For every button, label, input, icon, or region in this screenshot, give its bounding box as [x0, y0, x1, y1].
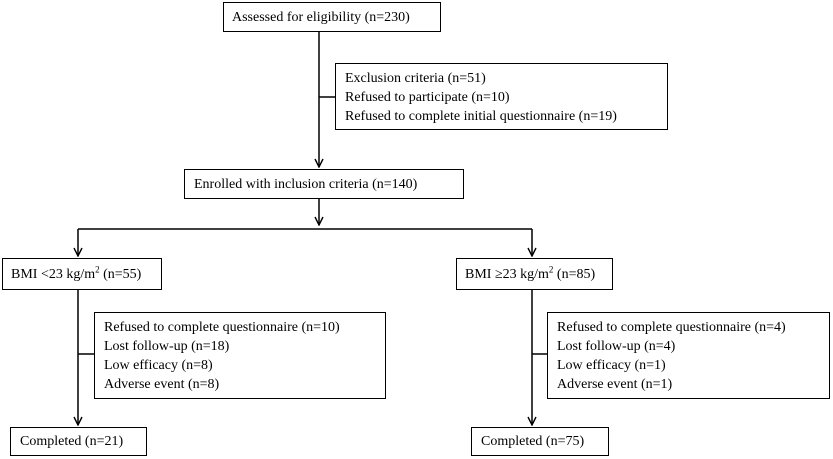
- left-completed-box: Completed (n=21): [10, 427, 147, 456]
- left-dropout-low-efficacy: Low efficacy (n=8): [104, 358, 213, 373]
- left-dropout-lost-follow-up: Lost follow-up (n=18): [104, 339, 230, 354]
- left-group-label: BMI <23 kg/m2 (n=55): [11, 263, 142, 284]
- enrolled-box: Enrolled with inclusion criteria (n=140): [184, 169, 464, 199]
- left-dropout-adverse-event: Adverse event (n=8): [104, 377, 220, 392]
- right-dropout-low-efficacy: Low efficacy (n=1): [557, 358, 666, 373]
- right-group-label-superscript: 2: [548, 263, 554, 274]
- left-completed-label: Completed (n=21): [20, 434, 124, 449]
- right-completed-label: Completed (n=75): [481, 434, 585, 449]
- exclusion-line-refused-questionnaire: Refused to complete initial questionnair…: [345, 109, 617, 124]
- left-dropouts-box: Refused to complete questionnaire (n=10)…: [94, 312, 386, 399]
- exclusion-line-criteria: Exclusion criteria (n=51): [345, 71, 486, 86]
- right-group-label-suffix: (n=85): [553, 266, 596, 282]
- right-group-label: BMI ≥23 kg/m2 (n=85): [465, 263, 596, 284]
- right-group-box: BMI ≥23 kg/m2 (n=85): [456, 258, 613, 290]
- right-dropout-lost-follow-up: Lost follow-up (n=4): [557, 339, 676, 354]
- assessed-box: Assessed for eligibility (n=230): [223, 2, 441, 32]
- left-group-box: BMI <23 kg/m2 (n=55): [2, 258, 162, 290]
- enrolled-label: Enrolled with inclusion criteria (n=140): [194, 176, 418, 192]
- right-dropouts-box: Refused to complete questionnaire (n=4) …: [547, 312, 830, 399]
- right-dropout-adverse-event: Adverse event (n=1): [557, 377, 673, 392]
- assessed-label: Assessed for eligibility (n=230): [232, 9, 410, 25]
- left-dropout-refused-questionnaire: Refused to complete questionnaire (n=10): [104, 320, 340, 335]
- left-group-label-suffix: (n=55): [99, 266, 142, 282]
- exclusion-box: Exclusion criteria (n=51) Refused to par…: [335, 63, 668, 130]
- right-group-label-prefix: BMI ≥23 kg/m: [465, 266, 549, 282]
- exclusion-line-refused-participate: Refused to participate (n=10): [345, 90, 510, 105]
- right-dropout-refused-questionnaire: Refused to complete questionnaire (n=4): [557, 320, 786, 335]
- left-group-label-superscript: 2: [95, 263, 100, 274]
- left-group-label-prefix: BMI <23 kg/m: [11, 266, 96, 282]
- right-completed-box: Completed (n=75): [471, 427, 609, 456]
